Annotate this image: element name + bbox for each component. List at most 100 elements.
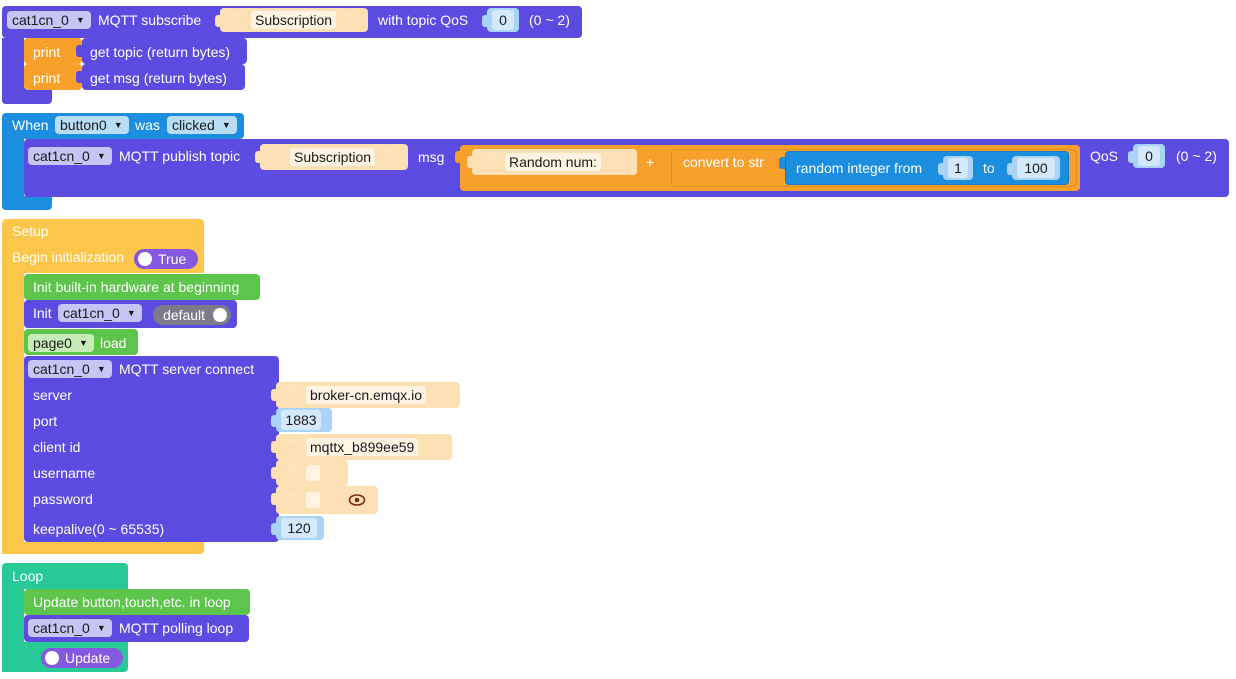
input-notch [271, 467, 277, 479]
client-id-value[interactable]: mqttx_b899ee59 [306, 438, 419, 456]
client-id-label: client id [33, 439, 81, 455]
publish-qos-label: QoS [1090, 148, 1119, 164]
random-to-input[interactable]: 100 [1017, 158, 1055, 178]
port-label: port [33, 413, 58, 429]
was-label: was [135, 117, 160, 133]
toggle-knob [138, 252, 152, 266]
subscribe-footer [2, 88, 52, 104]
open-quote-icon: “ [233, 10, 241, 27]
page-dropdown[interactable]: page0 ▼ [28, 334, 94, 352]
polling-device-dropdown[interactable]: cat1cn_0 ▼ [28, 619, 112, 637]
init-default-toggle[interactable]: default [153, 305, 231, 325]
button-name: button0 [60, 117, 107, 133]
publish-device-dropdown[interactable]: cat1cn_0 ▼ [28, 147, 112, 165]
port-input[interactable]: 1883 [281, 410, 321, 430]
polling-label: MQTT polling loop [119, 620, 234, 636]
device-label: cat1cn_0 [12, 12, 69, 28]
connect-label: MQTT server connect [119, 361, 255, 377]
publish-topic-value[interactable]: Subscription [290, 148, 376, 166]
close-quote-icon: ” [385, 147, 393, 164]
begin-init-toggle[interactable]: True [134, 249, 198, 269]
input-notch [1128, 151, 1134, 163]
setup-footer [2, 542, 204, 554]
load-label: load [100, 335, 127, 351]
begin-init-label: Begin initialization [12, 249, 125, 265]
input-notch [271, 493, 277, 505]
page-name: page0 [33, 335, 72, 351]
print-block-1[interactable] [24, 38, 82, 64]
close-quote-icon: ” [437, 385, 445, 402]
chevron-down-icon: ▼ [96, 151, 106, 161]
chevron-down-icon: ▼ [96, 623, 106, 633]
init-hardware-label: Init built-in hardware at beginning [33, 279, 240, 295]
server-label: server [33, 387, 72, 403]
keepalive-input[interactable]: 120 [281, 518, 317, 538]
chevron-down-icon: ▼ [96, 364, 106, 374]
input-notch [271, 389, 277, 401]
subscribe-topic-value[interactable]: Subscription [251, 11, 337, 29]
open-quote-icon: “ [272, 147, 280, 164]
event-dropdown[interactable]: clicked ▼ [167, 116, 237, 134]
subscribe-qos-input[interactable]: 0 [492, 10, 514, 30]
open-quote-icon: “ [288, 490, 296, 507]
open-quote-icon: “ [288, 437, 296, 454]
username-value[interactable] [306, 465, 320, 481]
input-notch [271, 415, 277, 427]
input-notch [467, 156, 473, 168]
input-notch [455, 151, 461, 163]
open-quote-icon: “ [288, 385, 296, 402]
msg-prefix-value[interactable]: Random num: [505, 153, 601, 171]
toggle-knob [213, 308, 227, 322]
close-quote-icon: ” [345, 10, 353, 27]
mqtt-connect-block[interactable] [24, 356, 279, 542]
device-label: cat1cn_0 [33, 148, 90, 164]
device-label: cat1cn_0 [33, 620, 90, 636]
init-device-dropdown[interactable]: cat1cn_0 ▼ [58, 304, 142, 322]
input-notch [76, 71, 82, 83]
loop-header [2, 563, 128, 589]
get-topic-block[interactable] [82, 38, 247, 64]
connect-device-dropdown[interactable]: cat1cn_0 ▼ [28, 360, 112, 378]
username-label: username [33, 465, 96, 481]
toggle-label: Update [65, 650, 111, 666]
subscribe-device-dropdown[interactable]: cat1cn_0 ▼ [7, 11, 91, 29]
input-notch [215, 15, 221, 27]
loop-title: Loop [12, 568, 44, 584]
toggle-knob [45, 651, 59, 665]
close-quote-icon: ” [430, 437, 438, 454]
event-name: clicked [172, 117, 215, 133]
device-label: cat1cn_0 [63, 305, 120, 321]
print-label: print [33, 44, 61, 60]
close-quote-icon: ” [613, 152, 621, 169]
password-value[interactable] [306, 492, 320, 508]
print-block-2[interactable] [24, 64, 82, 90]
event-footer [2, 196, 52, 210]
server-value[interactable]: broker-cn.emqx.io [306, 386, 427, 404]
plus-operator: + [646, 154, 655, 170]
open-quote-icon: “ [487, 152, 495, 169]
update-toggle[interactable]: Update [41, 648, 123, 668]
button-dropdown[interactable]: button0 ▼ [55, 116, 129, 134]
input-notch [779, 157, 785, 169]
chevron-down-icon: ▼ [113, 120, 123, 130]
subscribe-qos-label: with topic QoS [378, 12, 469, 28]
eye-icon[interactable] [348, 493, 366, 507]
msg-label: msg [418, 149, 445, 165]
keepalive-label: keepalive(0 ~ 65535) [33, 521, 165, 537]
get-msg-block[interactable] [82, 64, 245, 90]
update-loop-label: Update button,touch,etc. in loop [33, 594, 231, 610]
chevron-down-icon: ▼ [75, 15, 85, 25]
init-label: Init [33, 305, 52, 321]
open-quote-icon: “ [288, 463, 296, 480]
input-notch [271, 523, 277, 535]
init-hardware-block[interactable] [24, 274, 260, 300]
input-notch [76, 45, 82, 57]
publish-qos-input[interactable]: 0 [1138, 146, 1160, 166]
get-topic-label: get topic (return bytes) [90, 44, 231, 60]
password-string[interactable] [276, 486, 378, 514]
update-loop-block[interactable] [24, 589, 250, 615]
random-from-input[interactable]: 1 [948, 158, 968, 178]
input-notch [482, 15, 488, 27]
chevron-down-icon: ▼ [221, 120, 231, 130]
toggle-label: True [158, 251, 187, 267]
